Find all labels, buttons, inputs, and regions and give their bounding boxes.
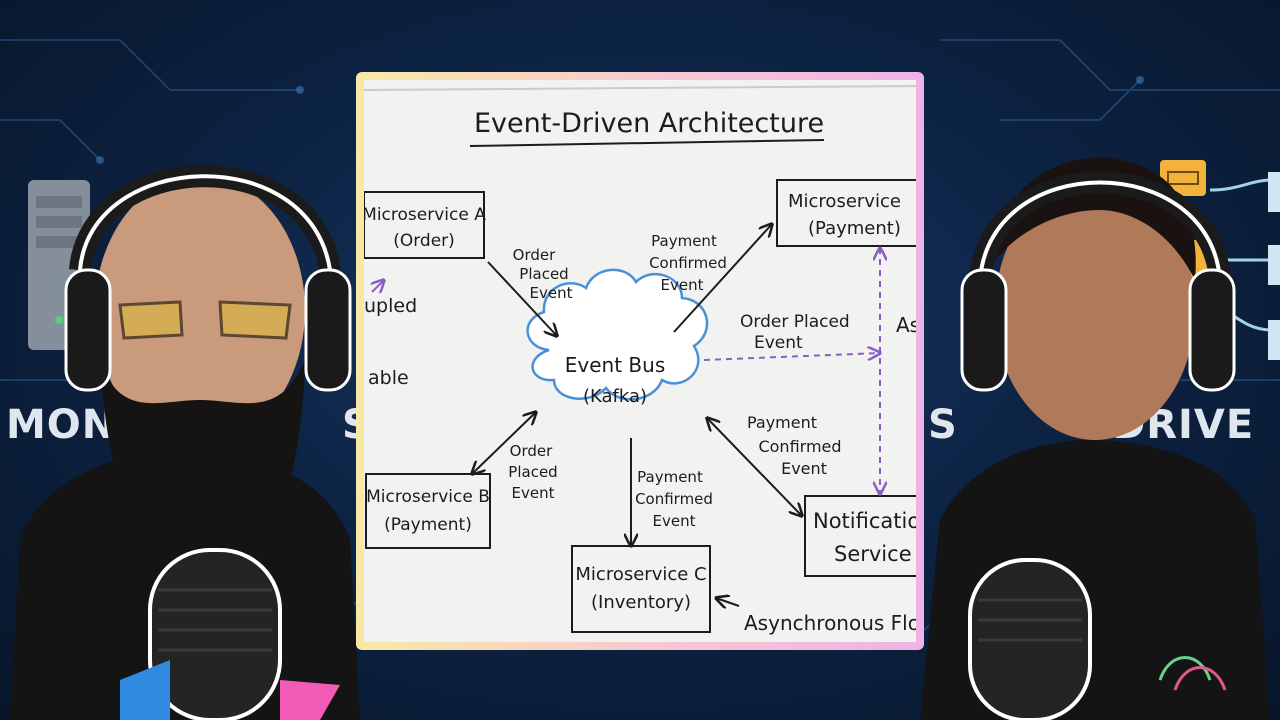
host-right	[920, 157, 1270, 720]
svg-text:Notificatio: Notificatio	[813, 509, 916, 533]
arrow-notification-to-bus	[707, 418, 802, 516]
svg-text:Event Bus: Event Bus	[565, 353, 665, 377]
label-notification-to-bus: Payment Confirmed Event	[747, 413, 842, 478]
svg-text:Placed: Placed	[508, 463, 557, 481]
svg-text:Confirmed: Confirmed	[649, 254, 727, 272]
svg-text:(Payment): (Payment)	[384, 515, 472, 535]
side-note-right-1: As	[896, 313, 916, 337]
arrow-bus-to-payment	[673, 224, 772, 333]
arrow-bus-to-notification-dashed	[703, 353, 880, 361]
label-a-to-bus: Order Placed Event	[513, 246, 573, 302]
node-microservice-b: Microservice B (Payment)	[365, 473, 491, 549]
svg-text:Order Placed: Order Placed	[740, 312, 850, 332]
svg-text:(Kafka): (Kafka)	[583, 386, 647, 407]
arrow-bus-to-b	[472, 412, 536, 474]
svg-text:Event: Event	[781, 459, 827, 478]
node-notification-service: Notificatio Service	[804, 495, 916, 577]
svg-text:(Order): (Order)	[393, 231, 455, 251]
svg-text:Placed: Placed	[519, 265, 568, 283]
label-bus-to-notification-dashed: Order Placed Event	[740, 312, 850, 353]
arrow-a-to-bus	[487, 261, 557, 336]
svg-text:Payment: Payment	[747, 413, 817, 432]
label-bus-to-payment: Payment Confirmed Event	[649, 232, 727, 294]
svg-text:Order: Order	[510, 442, 553, 460]
svg-text:Event: Event	[512, 484, 555, 502]
label-bus-to-c: Payment Confirmed Event	[635, 468, 713, 530]
svg-text:Payment: Payment	[637, 468, 703, 486]
diagram-title: Event-Driven Architecture	[474, 108, 824, 139]
svg-text:Event: Event	[754, 333, 803, 353]
node-event-bus: Event Bus (Kafka)	[526, 268, 709, 407]
svg-text:Confirmed: Confirmed	[635, 490, 713, 508]
svg-text:Service: Service	[834, 542, 912, 566]
label-bus-to-b: Order Placed Event	[508, 442, 557, 502]
background-title-right-2: S	[928, 402, 958, 448]
whiteboard: Event-Driven Architecture Microservice A…	[364, 80, 916, 642]
svg-text:Confirmed: Confirmed	[758, 437, 841, 456]
arrow-left-note	[372, 280, 384, 292]
node-microservice-payment-top: Microservice (Payment)	[776, 179, 916, 247]
side-note-bottom: Asynchronous Flow	[744, 611, 916, 635]
svg-text:Event: Event	[661, 276, 704, 294]
svg-text:Order: Order	[513, 246, 556, 264]
svg-text:Payment: Payment	[651, 232, 717, 250]
svg-text:Event: Event	[653, 512, 696, 530]
host-left	[10, 165, 360, 720]
side-note-left-2: able	[368, 367, 409, 389]
svg-text:Microservice: Microservice	[788, 191, 901, 212]
node-microservice-c: Microservice C (Inventory)	[571, 545, 711, 633]
svg-text:(Inventory): (Inventory)	[591, 592, 691, 613]
arrow-async-flow	[716, 598, 740, 606]
node-microservice-a: Microservice A (Order)	[364, 191, 486, 259]
svg-text:Event: Event	[530, 284, 573, 302]
svg-text:Microservice B: Microservice B	[366, 487, 490, 507]
event-driven-diagram: Event-Driven Architecture Microservice A…	[364, 85, 916, 635]
side-note-left-1: upled	[364, 295, 417, 317]
svg-text:(Payment): (Payment)	[808, 218, 901, 239]
svg-text:Microservice A: Microservice A	[364, 205, 486, 225]
svg-text:Microservice C: Microservice C	[575, 564, 706, 585]
